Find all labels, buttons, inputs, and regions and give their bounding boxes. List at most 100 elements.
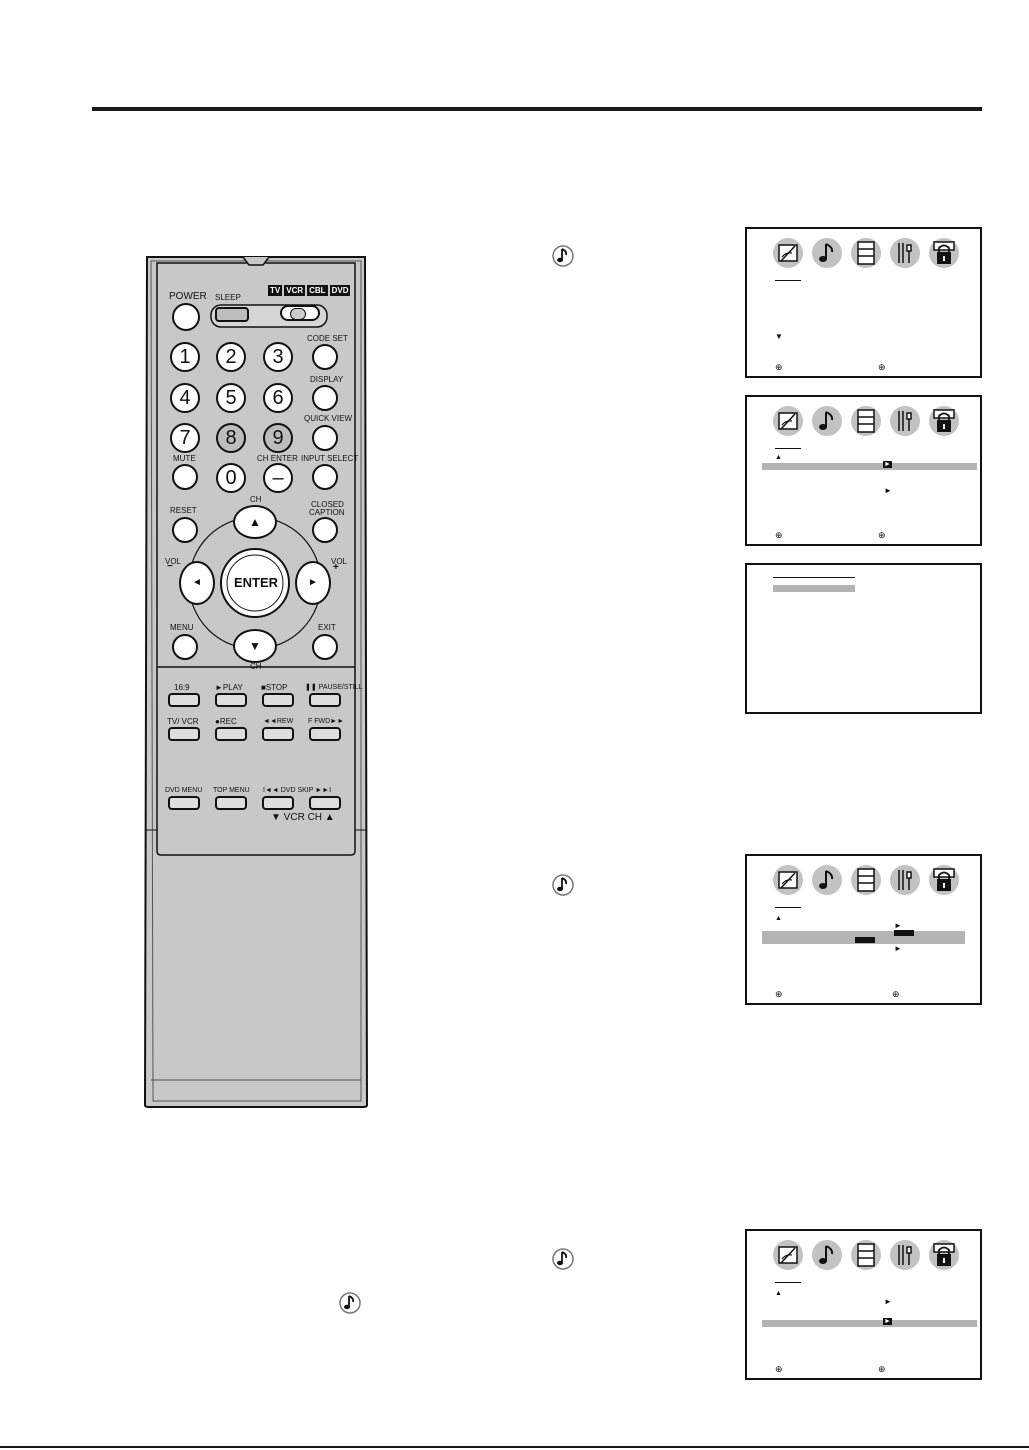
digit-6-button[interactable]: 6 [263,383,293,413]
audio-icon[interactable] [811,405,843,437]
top-menu-button[interactable] [215,796,247,810]
mode-switch[interactable] [280,305,320,321]
vol-plus-icon: + [333,562,339,573]
tools-icon[interactable] [889,405,921,437]
rec-button[interactable] [215,727,247,741]
submenu-arrow-icon: ► [883,461,892,468]
nav-select-icon: ⊕ [775,989,783,999]
reset-label: RESET [170,506,197,515]
picture-icon[interactable] [772,237,804,269]
digit-7-button[interactable]: 7 [170,423,200,453]
digit-4-button[interactable]: 4 [170,383,200,413]
rec-label: ●REC [215,717,237,726]
display-button[interactable] [312,385,338,411]
ffwd-button[interactable] [309,727,341,741]
reset-button[interactable] [172,517,198,543]
setup-icon[interactable] [850,1239,882,1271]
digit-9-button[interactable]: 9 [263,423,293,453]
osd-screen-audio-option: ▲ ► ► ⊕ ⊕ [745,1229,982,1380]
setup-icon[interactable] [850,405,882,437]
digit-2-button[interactable]: 2 [216,342,246,372]
picture-icon[interactable] [772,1239,804,1271]
code-set-label: CODE SET [307,334,348,343]
audio-icon[interactable] [811,1239,843,1271]
menu-label: MENU [170,623,194,632]
setup-icon[interactable] [850,237,882,269]
lock-icon[interactable] [928,1239,960,1271]
lock-icon[interactable] [928,864,960,896]
nav-adjust-icon: ⊕ [878,362,886,372]
play-button[interactable] [215,693,247,707]
picture-icon[interactable] [772,864,804,896]
closed-caption-label-1: CLOSED [311,500,344,509]
audio-icon[interactable] [811,864,843,896]
digit-0-button[interactable]: 0 [216,463,246,493]
dvd-menu-button[interactable] [168,796,200,810]
setup-icon[interactable] [850,864,882,896]
audio-icon[interactable] [811,237,843,269]
nav-select-icon: ⊕ [775,1364,783,1374]
vol-up-label: VOL [331,557,348,566]
stop-button[interactable] [262,693,294,707]
enter-button[interactable]: ENTER [234,575,279,590]
tools-icon[interactable] [889,1239,921,1271]
ch-enter-button[interactable]: – [263,463,293,493]
ch-down-label: CH [250,662,262,671]
ratio-button[interactable] [168,693,200,707]
pause-button[interactable] [309,693,341,707]
vcr-ch-label: ▼ VCR CH ▲ [271,812,335,823]
sleep-button[interactable] [215,307,249,322]
scroll-up-icon: ▲ [775,1290,782,1297]
power-button[interactable] [172,303,200,331]
menu-underline [775,907,801,908]
osd-screen-audio-menu: ▼ ⊕ ⊕ [745,227,982,378]
dvd-skip-label: I◄◄ DVD SKIP ►►I [263,787,332,794]
quick-view-button[interactable] [312,425,338,451]
lock-icon[interactable] [928,237,960,269]
input-select-button[interactable] [312,464,338,490]
ch-up-button[interactable]: ▲ [233,505,277,539]
digit-1-button[interactable]: 1 [170,342,200,372]
skip-back-button[interactable] [262,796,294,810]
digit-3-button[interactable]: 3 [263,342,293,372]
nav-select-icon: ⊕ [775,362,783,372]
input-select-label: INPUT SELECT [301,454,359,463]
audio-icon [552,874,574,896]
menu-button[interactable] [172,634,198,660]
ffwd-label: F FWD►► [308,718,345,725]
rew-button[interactable] [262,727,294,741]
digit-5-button[interactable]: 5 [216,383,246,413]
lock-icon[interactable] [928,405,960,437]
menu-underline [775,280,801,281]
submenu-arrow-icon: ► [884,486,892,495]
digit-8-button[interactable]: 8 [216,423,246,453]
closed-caption-button[interactable] [312,517,338,543]
skip-forward-button[interactable] [309,796,341,810]
osd-menu-icons [772,405,960,437]
vol-up-button[interactable]: ► [295,561,331,605]
tools-icon[interactable] [889,864,921,896]
ch-down-button[interactable]: ▼ [233,629,277,663]
pause-label: ❚❚ PAUSE/STILL [305,684,363,691]
vol-down-button[interactable]: ◄ [179,561,215,605]
top-menu-label: TOP MENU [213,787,250,794]
tools-icon[interactable] [889,237,921,269]
code-set-button[interactable] [312,344,338,370]
submenu-arrow-icon: ► [894,944,902,953]
highlight-bar [762,463,977,470]
mode-vcr: VCR [284,285,306,296]
picture-icon[interactable] [772,405,804,437]
submenu-arrow-icon: ► [884,1297,892,1306]
tv-vcr-button[interactable] [168,727,200,741]
exit-button[interactable] [312,634,338,660]
mode-labels: TV VCR CBL DVD [268,285,351,296]
mute-button[interactable] [172,464,198,490]
audio-icon [552,1248,574,1270]
submenu-arrow-icon: ► [883,1318,892,1325]
power-label: POWER [169,291,207,302]
scroll-up-icon: ▲ [775,454,782,461]
menu-underline [775,448,801,449]
scroll-up-icon: ▲ [775,915,782,922]
osd-menu-icons [772,864,960,896]
ch-enter-label: CH ENTER [257,454,298,463]
